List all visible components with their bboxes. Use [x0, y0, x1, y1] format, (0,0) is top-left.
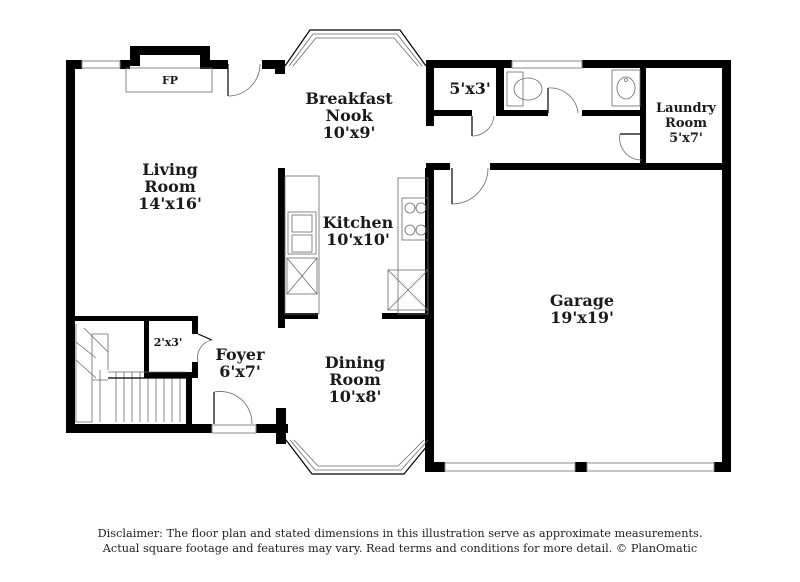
doors: [197, 63, 643, 425]
kitchen-size: 10'x10': [326, 230, 390, 249]
disclaimer-line2: Actual square footage and features may v…: [102, 542, 698, 555]
living-room-size: 14'x16': [138, 194, 202, 213]
garage-size: 19'x19': [550, 308, 614, 327]
bay-window-breakfast: [284, 29, 427, 67]
closet-foyer-size: 2'x3': [154, 336, 183, 349]
exterior-walls: [66, 46, 731, 472]
bay-window-dining: [285, 439, 433, 475]
dining-room-label-line2: Room: [329, 370, 381, 389]
foyer-label: Foyer: [215, 345, 265, 364]
interior-walls: [74, 60, 731, 424]
breakfast-nook-size: 10'x9': [323, 123, 376, 142]
fireplace-hearth: [125, 67, 213, 93]
garage-label: Garage: [550, 291, 614, 310]
garage-door-right: [586, 462, 715, 472]
living-room-label-line1: Living: [142, 160, 198, 179]
closet-top-size: 5'x3': [449, 79, 491, 98]
dining-room-size: 10'x8': [329, 387, 382, 406]
breakfast-nook-label-line1: Breakfast: [305, 89, 393, 108]
breakfast-nook-label-line2: Nook: [325, 106, 373, 125]
laundry-label-line1: Laundry: [656, 101, 716, 116]
garage-door-left: [444, 462, 576, 472]
stairs: [75, 324, 186, 423]
disclaimer: Disclaimer: The floor plan and stated di…: [0, 526, 800, 556]
window-living: [81, 60, 121, 69]
window-bath: [511, 60, 583, 69]
kitchen-fixtures: [284, 175, 429, 315]
bathroom-fixtures: [506, 69, 641, 107]
windows: [81, 60, 715, 472]
fireplace-label: FP: [162, 74, 178, 87]
laundry-size: 5'x7': [669, 131, 703, 146]
living-room-label-line2: Room: [144, 177, 196, 196]
kitchen-label: Kitchen: [323, 213, 394, 232]
dining-room-label-line1: Dining: [325, 353, 385, 372]
room-labels: Breakfast Nook 10'x9' 5'x3' Laundry Room…: [138, 79, 716, 406]
window-foyer: [211, 424, 257, 434]
disclaimer-line1: Disclaimer: The floor plan and stated di…: [97, 527, 703, 540]
laundry-label-line2: Room: [665, 116, 707, 131]
foyer-size: 6'x7': [219, 362, 261, 381]
